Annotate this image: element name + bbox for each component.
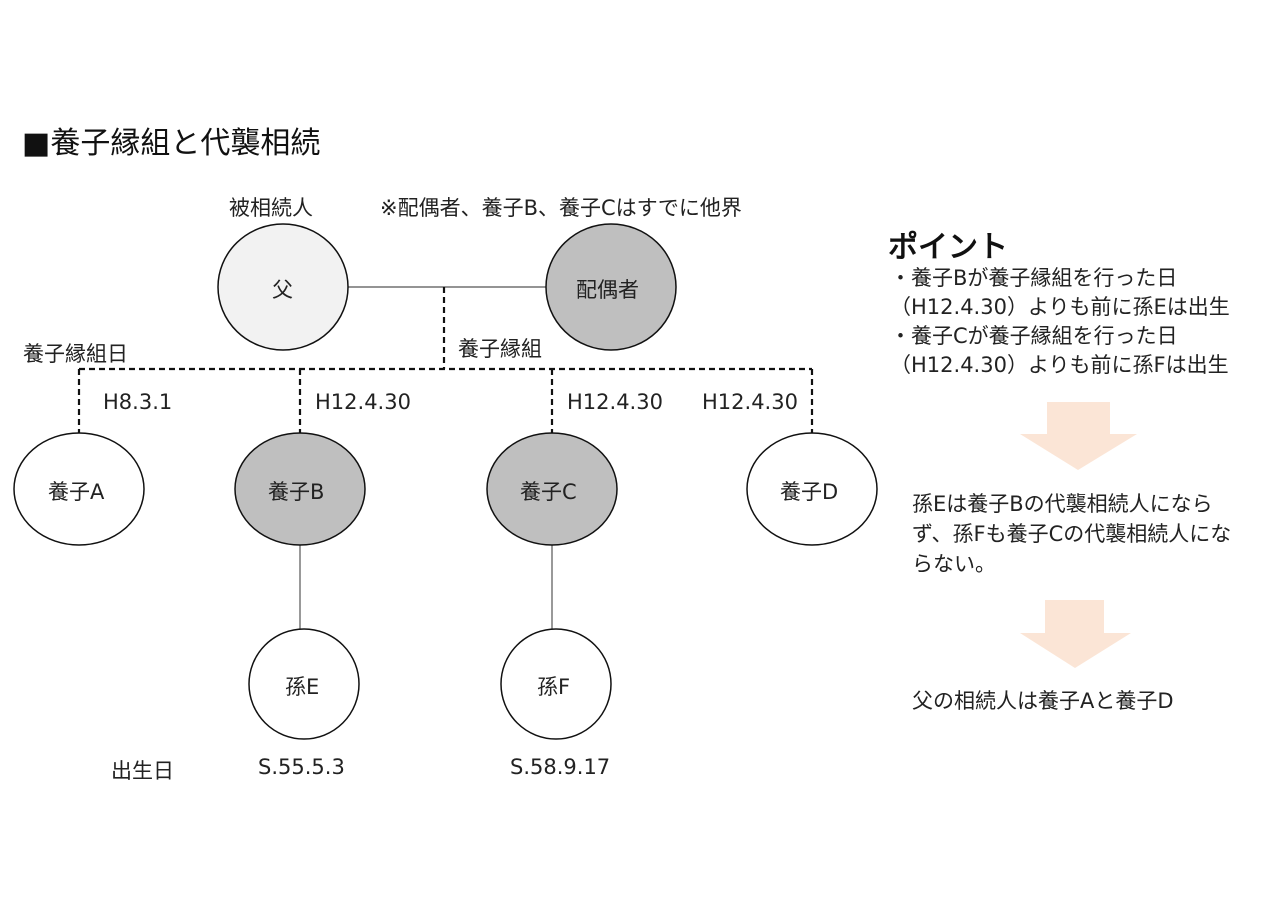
point-line-1: ・養子Bが養子縁組を行った日: [890, 266, 1178, 290]
node-grandchild-e: [248, 628, 360, 740]
date-child-c: H12.4.30: [567, 390, 663, 414]
node-spouse: [545, 223, 677, 351]
node-grandchild-f: [500, 628, 612, 740]
node-child-d: [746, 432, 878, 546]
node-father: [217, 223, 349, 351]
conclusion-first: 孫Eは養子Bの代襲相続人にならず、孫Fも養子Cの代襲相続人にならない。: [912, 492, 1232, 576]
child-d-label: 養子D: [780, 480, 839, 504]
grandchild-e-label: 孫E: [285, 675, 320, 699]
node-child-a: [13, 432, 145, 546]
conclusion-second: 父の相続人は養子Aと養子D: [912, 689, 1174, 713]
child-a-label: 養子A: [48, 480, 105, 504]
birth-date-label: 出生日: [111, 759, 174, 783]
point-line-2: （H12.4.30）よりも前に孫Eは出生: [890, 295, 1230, 319]
adoption-lines: [77, 287, 814, 434]
date-child-b: H12.4.30: [315, 390, 411, 414]
down-arrow-2: [1020, 600, 1131, 668]
father-label: 父: [272, 278, 293, 302]
node-child-c: [486, 432, 618, 546]
node-child-b: [234, 432, 366, 546]
child-c-label: 養子C: [520, 480, 577, 504]
birth-date-e: S.55.5.3: [258, 755, 345, 779]
decedent-label: 被相続人: [229, 196, 313, 220]
child-b-label: 養子B: [268, 480, 325, 504]
grandchild-f-label: 孫F: [537, 675, 571, 699]
point-line-3: ・養子Cが養子縁組を行った日: [890, 324, 1178, 348]
birth-date-f: S.58.9.17: [510, 755, 611, 779]
point-list: ・養子Bが養子縁組を行った日 （H12.4.30）よりも前に孫Eは出生 ・養子C…: [890, 264, 1230, 380]
point-line-4: （H12.4.30）よりも前に孫Fは出生: [890, 353, 1229, 377]
adoption-date-label: 養子縁組日: [23, 342, 128, 366]
date-child-d: H12.4.30: [702, 390, 798, 414]
deceased-note: ※配偶者、養子B、養子Cはすでに他界: [380, 196, 742, 220]
date-child-a: H8.3.1: [103, 390, 173, 414]
page-title: ■養子縁組と代襲相続: [22, 126, 321, 161]
adoption-label: 養子縁組: [458, 337, 542, 361]
spouse-label: 配偶者: [576, 278, 639, 302]
point-heading: ポイント: [888, 230, 1008, 265]
down-arrow-1: [1020, 402, 1137, 470]
